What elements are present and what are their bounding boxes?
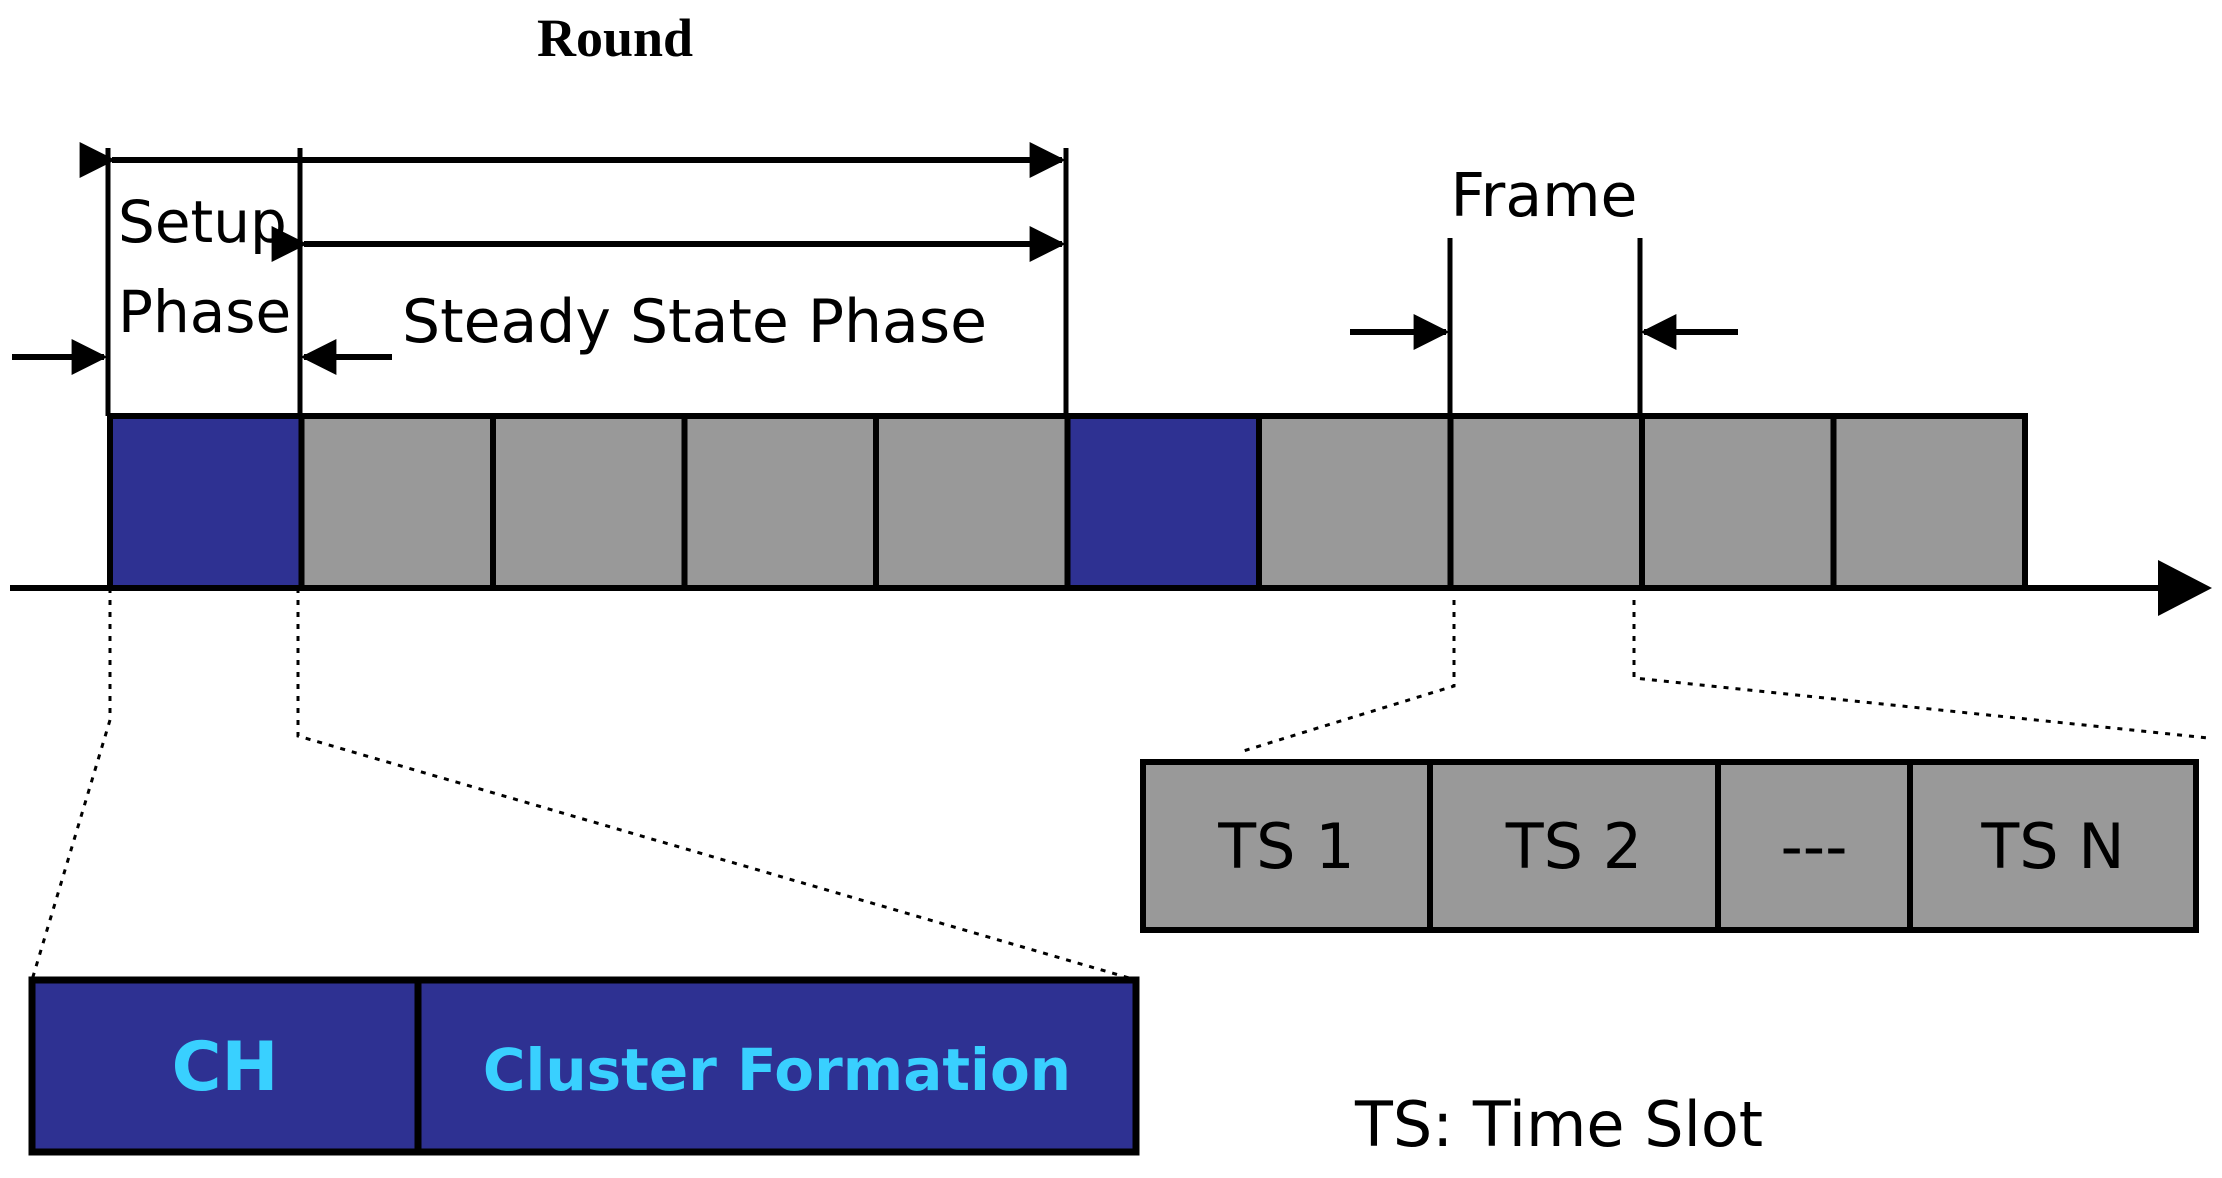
time-slot-label: TS N (1980, 810, 2124, 883)
frame-zoom-line-right (1632, 600, 2209, 740)
time-slot-label: --- (1780, 810, 1847, 883)
time-slot-label: TS 2 (1505, 810, 1642, 883)
time-slot-box (1907, 759, 2199, 933)
setup-zoom-line-right (296, 588, 1137, 982)
timeline-setup-slot (107, 413, 305, 591)
timeline-frame-slot (490, 413, 688, 591)
timeline-frame-slot (1639, 413, 1837, 591)
cluster-formation-box-label: Cluster Formation (483, 1036, 1071, 1104)
timeline-frame-slot (1447, 413, 1645, 591)
time-slot-box (1140, 759, 1433, 933)
time-slot-box (1715, 759, 1913, 933)
steady-state-label: Steady State Phase (402, 287, 987, 357)
timeline-frame-slot (1256, 413, 1454, 591)
setup-detail: CH Cluster Formation (28, 976, 1140, 1156)
time-slot-box (1427, 759, 1721, 933)
setup-phase-label-line2: Phase (118, 278, 291, 346)
frame-detail: TS 1 TS 2 --- TS N (1140, 759, 2199, 933)
timeline-frame-slot (298, 413, 496, 591)
ch-box (28, 976, 422, 1156)
time-axis-arrowhead (2158, 560, 2212, 616)
setup-zoom-line-left (30, 588, 112, 981)
timeline-frame-slot (1830, 413, 2028, 591)
timeline-slots (107, 413, 2028, 591)
cluster-formation-box (414, 976, 1140, 1156)
frame-zoom-line-left (1239, 600, 1456, 754)
legend-text: TS: Time Slot (1354, 1088, 1763, 1161)
timeline-frame-slot (681, 413, 879, 591)
timeline-frame-slot (873, 413, 1071, 591)
timeline-setup-slot (1064, 413, 1262, 591)
setup-phase-label-line1: Setup (118, 188, 287, 256)
ch-box-label: CH (172, 1028, 279, 1107)
time-slot-label: TS 1 (1217, 810, 1354, 883)
frame-label: Frame (1451, 161, 1638, 231)
round-label: Round (537, 8, 693, 68)
